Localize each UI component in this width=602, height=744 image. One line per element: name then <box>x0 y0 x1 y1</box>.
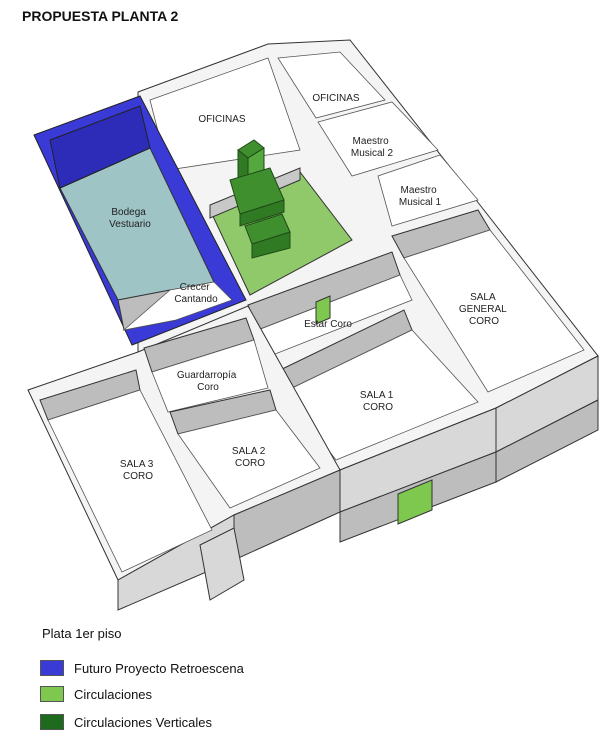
legend-swatch-light-green <box>40 686 64 702</box>
legend-item-circulaciones: Circulaciones <box>40 686 152 702</box>
circulation-core <box>209 139 353 296</box>
legend-label: Circulaciones Verticales <box>74 714 213 730</box>
legend-title: Plata 1er piso <box>42 626 122 641</box>
label-guardarropia-coro: Guardarropía Coro <box>177 370 239 393</box>
label-sala-3-coro: SALA 3 CORO <box>120 459 156 482</box>
label-sala-1-coro: SALA 1 CORO <box>360 390 396 413</box>
label-oficinas-2: OFICINAS <box>312 93 360 104</box>
legend-label: Futuro Proyecto Retroescena <box>74 660 244 676</box>
label-sala-general-coro: SALA GENERAL CORO <box>459 292 509 327</box>
legend-swatch-blue <box>40 660 64 676</box>
label-maestro-musical-2: Maestro Musical 2 <box>351 136 394 159</box>
label-oficinas-1: OFICINAS <box>198 114 246 125</box>
label-crecer-cantando: Crecer Cantando <box>174 282 218 305</box>
left-block <box>27 295 433 611</box>
label-maestro-musical-1: Maestro Musical 1 <box>399 185 442 208</box>
legend-item-circulaciones-verticales: Circulaciones Verticales <box>40 714 212 730</box>
legend-swatch-dark-green <box>40 714 64 730</box>
label-sala-2-coro: SALA 2 CORO <box>232 446 268 469</box>
label-bodega-vestuario: Bodega Vestuario <box>109 207 151 230</box>
legend-item-retroescena: Futuro Proyecto Retroescena <box>40 660 244 676</box>
label-estar-coro: Estar Coro <box>304 319 352 330</box>
page-title: PROPUESTA PLANTA 2 <box>22 8 179 24</box>
retroescena-block <box>33 95 247 346</box>
room-labels: OFICINAS OFICINAS Maestro Musical 2 Maes… <box>109 93 509 482</box>
floor-plan: .wtop { fill: #f4f4f4; stroke: #333; str… <box>27 39 599 611</box>
legend-label: Circulaciones <box>74 686 153 702</box>
right-block-interior <box>149 51 585 461</box>
